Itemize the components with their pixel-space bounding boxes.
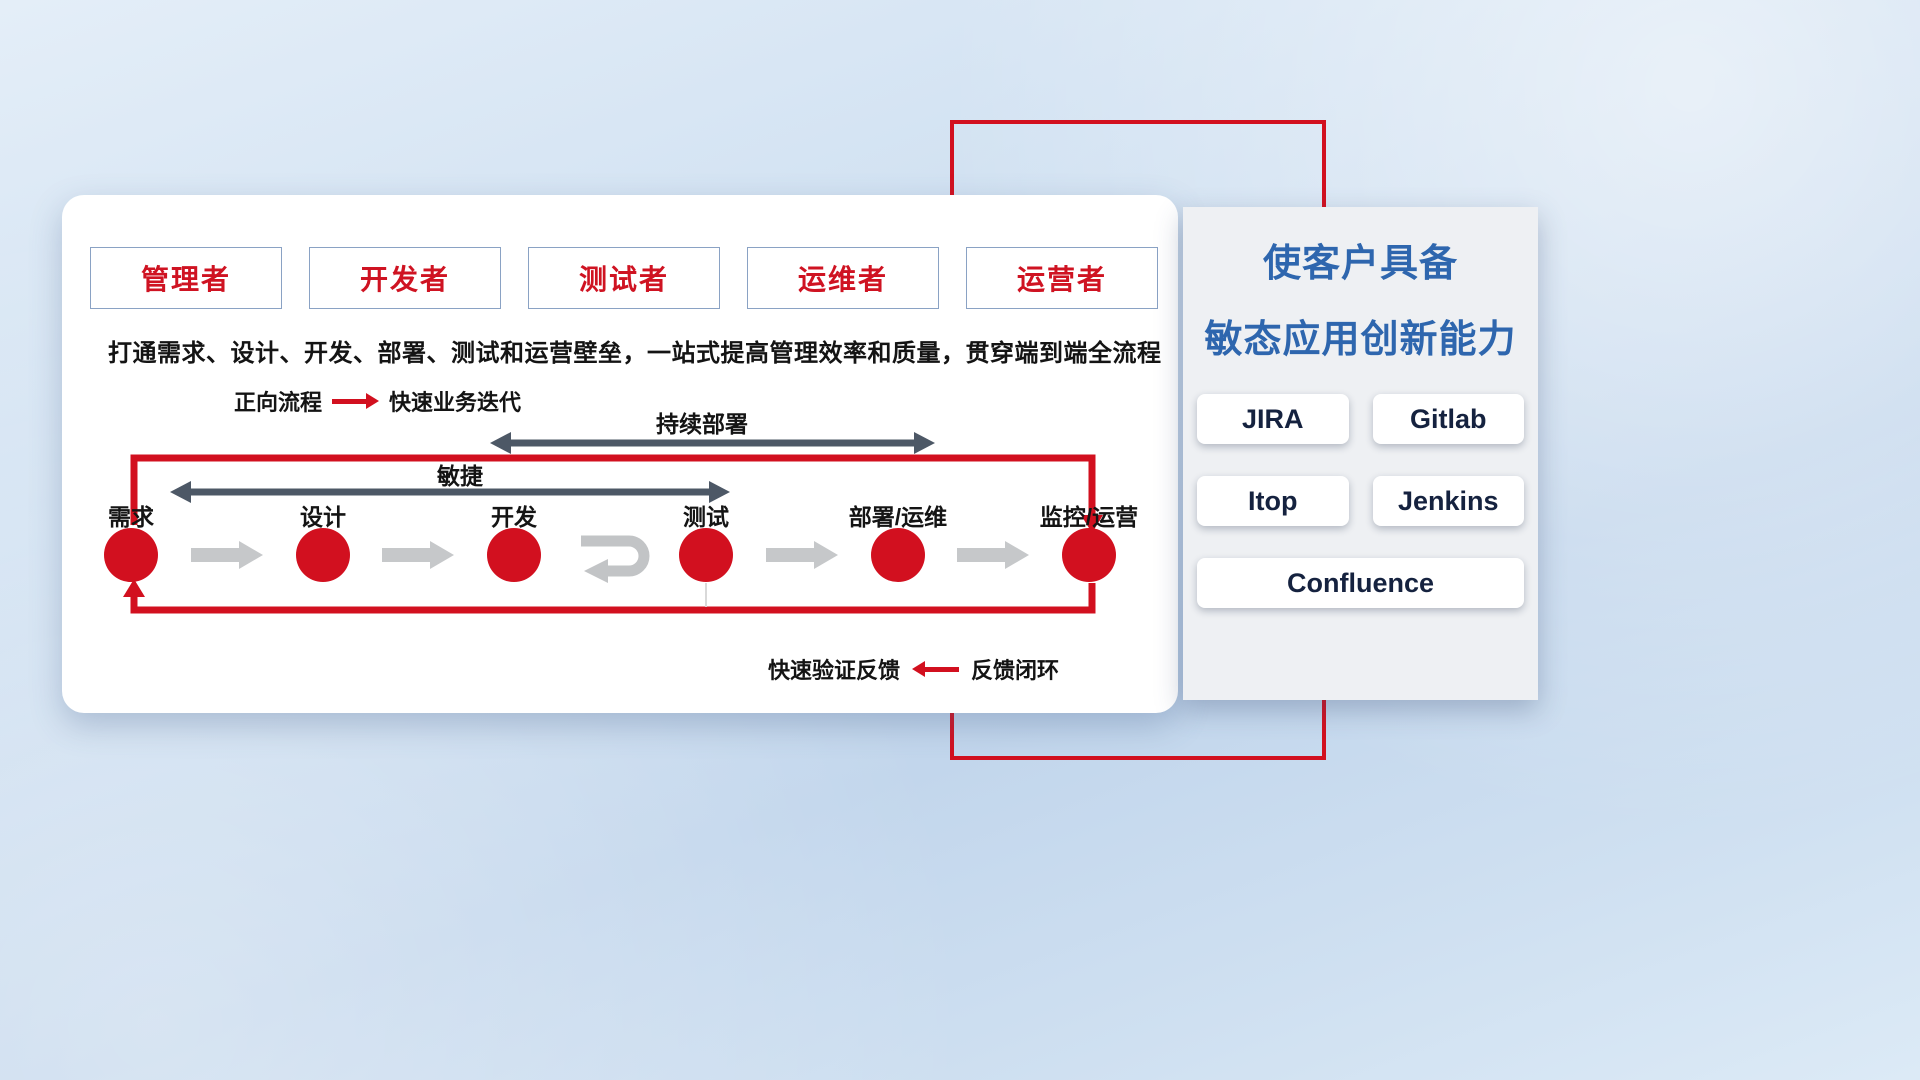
role-label: 管理者 xyxy=(140,264,231,295)
node-label-test: 测试 xyxy=(683,504,729,530)
forward-flow-caption: 快速业务迭代 xyxy=(389,390,522,415)
role-label: 开发者 xyxy=(359,264,450,295)
node-label-develop: 开发 xyxy=(491,504,537,530)
tools-grid: JIRA Gitlab Itop Jenkins Confluence xyxy=(1197,394,1524,608)
capability-panel: 使客户具备 敏态应用创新能力 JIRA Gitlab Itop Jenkins … xyxy=(1183,207,1538,700)
tool-button-gitlab: Gitlab xyxy=(1372,394,1524,444)
feedback-legend: 快速验证反馈 反馈闭环 xyxy=(768,653,1059,685)
node-label-monitor: 监控/运营 xyxy=(1039,504,1139,530)
tool-button-jira: JIRA xyxy=(1197,394,1349,444)
flow-description: 打通需求、设计、开发、部署、测试和运营壁垒，一站式提高管理效率和质量，贯穿端到端… xyxy=(108,340,1162,367)
step-arrows xyxy=(191,541,1029,569)
agile-label: 敏捷 xyxy=(437,463,483,489)
node-label-deploy-ops: 部署/运维 xyxy=(848,504,948,530)
continuous-deploy-span-arrow xyxy=(490,432,935,454)
forward-flow-label: 正向流程 xyxy=(234,390,323,415)
feedback-caption: 快速验证反馈 xyxy=(768,658,901,683)
flow-node-circle-monitor xyxy=(1062,528,1116,582)
agile-span-arrow xyxy=(170,481,730,503)
roles-row: 管理者 开发者 测试者 运维者 运营者 xyxy=(90,247,1158,311)
role-label: 运维者 xyxy=(797,264,888,295)
forward-flow-legend: 正向流程 快速业务迭代 xyxy=(234,385,521,417)
flow-node-circle-deploy-ops xyxy=(871,528,925,582)
tool-button-jenkins: Jenkins xyxy=(1372,476,1524,526)
flow-node-circle-develop xyxy=(487,528,541,582)
node-label-requirement: 需求 xyxy=(108,504,154,530)
step-arrow xyxy=(957,541,1029,569)
tool-button-confluence: Confluence xyxy=(1197,558,1524,608)
step-arrow xyxy=(191,541,263,569)
role-box-operator: 运营者 xyxy=(966,247,1158,309)
role-box-tester: 测试者 xyxy=(528,247,720,309)
feedback-arrow-icon xyxy=(912,661,960,677)
capability-title-line1: 使客户具备 xyxy=(1262,243,1458,285)
feedback-loop-arrow xyxy=(123,579,1096,614)
role-box-manager: 管理者 xyxy=(90,247,282,309)
flow-diagram xyxy=(104,432,1116,614)
flow-nodes xyxy=(104,528,1116,582)
flow-node-circle-requirement xyxy=(104,528,158,582)
forward-arrow-icon xyxy=(332,393,380,409)
role-box-ops: 运维者 xyxy=(747,247,939,309)
flow-node-circle-test xyxy=(679,528,733,582)
role-label: 运营者 xyxy=(1016,264,1107,295)
role-box-developer: 开发者 xyxy=(309,247,501,309)
step-arrow xyxy=(382,541,454,569)
role-label: 测试者 xyxy=(578,264,669,295)
tool-button-itop: Itop xyxy=(1197,476,1349,526)
continuous-deploy-label: 持续部署 xyxy=(656,411,748,437)
flow-node-circle-design xyxy=(296,528,350,582)
iteration-loop-icon xyxy=(581,535,650,583)
feedback-label: 反馈闭环 xyxy=(971,658,1060,683)
devops-flow-panel: 管理者 开发者 测试者 运维者 运营者 打通需求、设计、开发、部署、测试和运营壁… xyxy=(62,195,1178,713)
node-label-design: 设计 xyxy=(300,504,346,530)
step-arrow xyxy=(766,541,838,569)
forward-loop-arrow xyxy=(130,454,1103,533)
capability-title-line2: 敏态应用创新能力 xyxy=(1204,319,1517,361)
